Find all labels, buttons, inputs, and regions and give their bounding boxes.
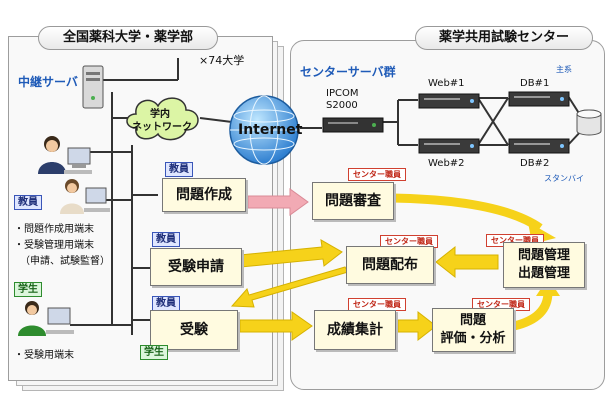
primary-label: 主系 bbox=[556, 65, 572, 74]
faculty-tag-left: 教員 bbox=[14, 195, 42, 210]
student-person-icon bbox=[18, 301, 74, 336]
faculty-item-2: ・受験管理用端末 bbox=[14, 240, 94, 251]
tally-box: 成績集計 bbox=[314, 310, 396, 350]
web1-server-icon bbox=[418, 93, 480, 109]
ipcom-label-2: S2000 bbox=[326, 100, 358, 111]
internet-label: Internet bbox=[238, 122, 303, 138]
internet-globe-icon bbox=[229, 95, 299, 165]
cloud-icon bbox=[126, 97, 199, 141]
exam-faculty-tag: 教員 bbox=[152, 296, 180, 311]
apply-tag: 教員 bbox=[152, 232, 180, 247]
ipcom-label-1: IPCOM bbox=[326, 88, 359, 99]
wire-web2-db1 bbox=[477, 97, 509, 146]
evaluate-box: 問題 評価・分析 bbox=[432, 308, 514, 352]
university-count: ×74大学 bbox=[199, 54, 245, 67]
arrow-exam-tally bbox=[239, 311, 313, 341]
left-panel-title: 全国薬科大学・薬学部 bbox=[38, 26, 218, 50]
evaluate-line-1: 問題 bbox=[459, 313, 486, 328]
faculty-person2-icon bbox=[60, 179, 110, 214]
right-panel-title: 薬学共用試験センター bbox=[415, 26, 593, 50]
campus-network-line2: ネットワーク bbox=[132, 122, 192, 133]
student-item-1: ・受験用端末 bbox=[14, 350, 74, 361]
arrow-evaluate-manage bbox=[512, 291, 553, 331]
web1-label: Web#1 bbox=[428, 78, 465, 89]
db2-server-icon bbox=[508, 138, 570, 154]
web2-server-icon bbox=[418, 138, 480, 154]
arrow-tally-evaluate bbox=[397, 310, 437, 342]
apply-box: 受験申請 bbox=[150, 248, 242, 286]
faculty-item-3: （申請、試験監督） bbox=[20, 256, 110, 267]
db1-server-icon bbox=[508, 91, 570, 107]
arrow-review-manage bbox=[391, 193, 543, 232]
storage-icon bbox=[576, 109, 602, 136]
manage-line-1: 問題管理 bbox=[517, 248, 570, 263]
ipcom-device-icon bbox=[322, 117, 384, 133]
campus-network-line1: 学内 bbox=[150, 109, 170, 120]
faculty-item-1: ・問題作成用端末 bbox=[14, 224, 94, 235]
create-box: 問題作成 bbox=[162, 178, 246, 212]
relay-server-icon bbox=[82, 65, 104, 109]
arrow-create-review bbox=[247, 188, 309, 216]
distribute-box: 問題配布 bbox=[346, 246, 434, 284]
web2-label: Web#2 bbox=[428, 158, 465, 169]
server-group-label: センターサーバ群 bbox=[300, 65, 396, 79]
review-tag: センター職員 bbox=[348, 168, 406, 181]
db1-label: DB#1 bbox=[520, 78, 550, 89]
exam-student-tag: 学生 bbox=[140, 345, 168, 360]
evaluate-line-2: 評価・分析 bbox=[440, 331, 506, 346]
standby-label: スタンバイ bbox=[544, 174, 584, 183]
db2-label: DB#2 bbox=[520, 158, 550, 169]
faculty-person-icon bbox=[38, 136, 92, 174]
manage-box: 問題管理 出題管理 bbox=[503, 242, 585, 288]
review-box: 問題審査 bbox=[312, 182, 394, 220]
wire-cloud-internet bbox=[199, 117, 233, 123]
manage-line-2: 出題管理 bbox=[517, 266, 570, 281]
relay-server-label: 中継サーバ bbox=[18, 75, 78, 89]
student-tag-left: 学生 bbox=[14, 282, 42, 297]
exam-box: 受験 bbox=[150, 310, 238, 350]
arrow-manage-distribute bbox=[435, 245, 499, 279]
arrow-apply-distribute bbox=[239, 239, 343, 268]
create-tag: 教員 bbox=[165, 162, 193, 177]
arrow-distribute-exam bbox=[230, 266, 349, 308]
